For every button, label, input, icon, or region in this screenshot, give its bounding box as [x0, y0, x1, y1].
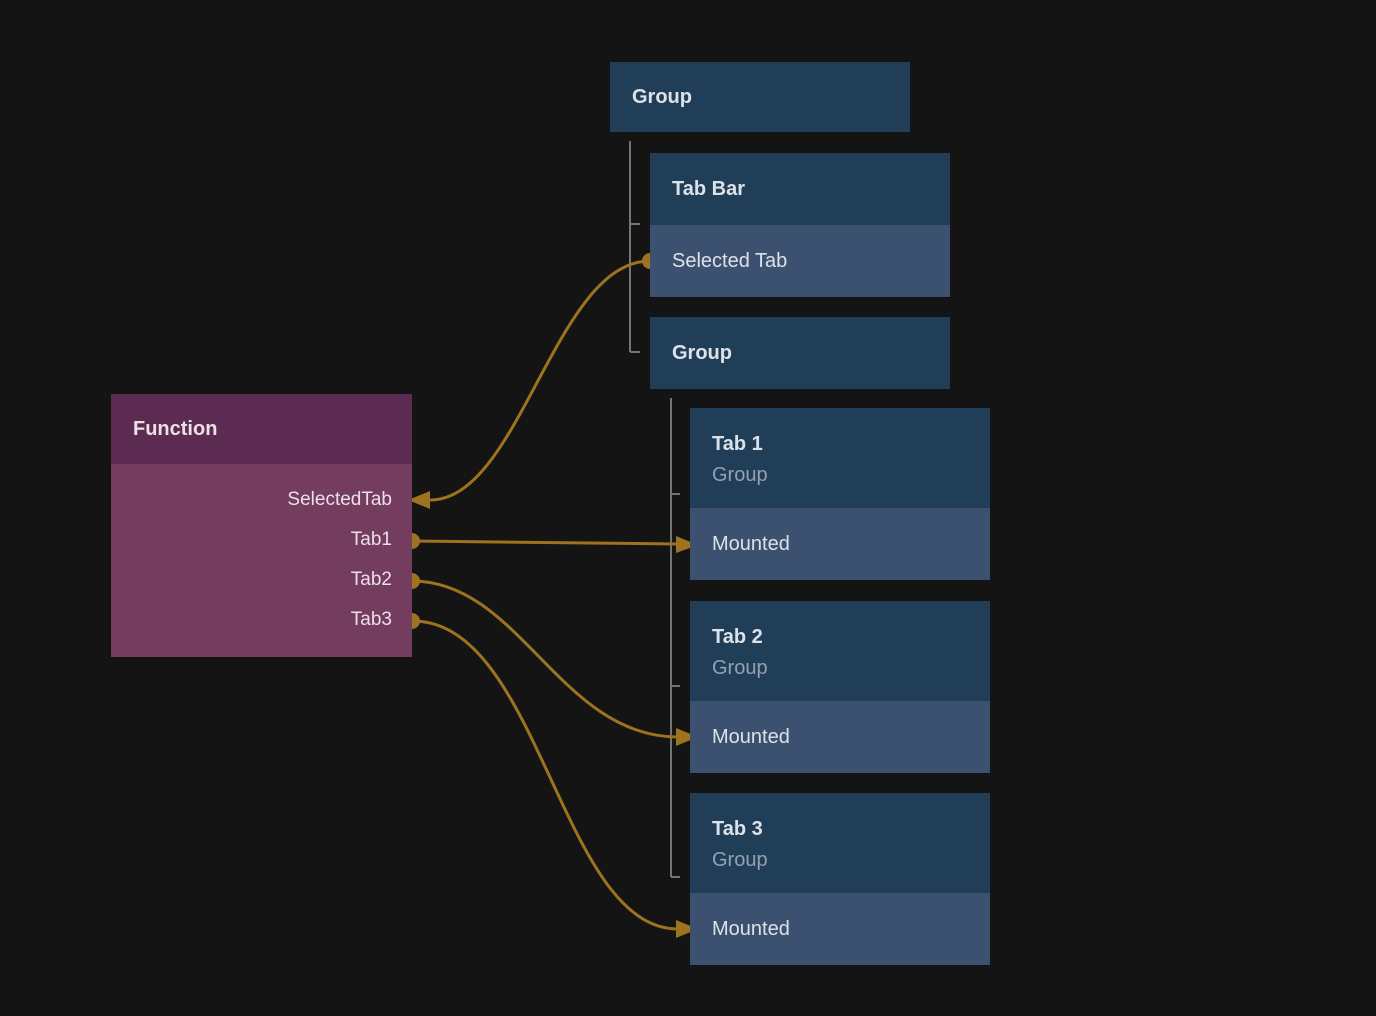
function-node-title: Function: [133, 417, 218, 440]
selected-tab-label: Selected Tab: [672, 249, 788, 272]
inner-group-title: Group: [672, 341, 732, 364]
arrowhead-tab3-mounted: [676, 920, 698, 938]
tab1-title: Tab 1: [712, 433, 763, 455]
port-tab2-label: Tab2: [350, 569, 392, 590]
layer-node-tab3[interactable]: Tab 3 Group Mounted: [690, 793, 990, 965]
port-tab2[interactable]: Tab2: [111, 560, 412, 600]
tab-bar-header[interactable]: Tab Bar: [650, 153, 950, 225]
arrowhead-selectedtab-input: [408, 491, 430, 509]
layer-node-root-group[interactable]: Group: [610, 62, 910, 132]
root-group-header[interactable]: Group: [610, 62, 910, 132]
arrowhead-tab2-mounted: [676, 728, 698, 746]
port-selectedtab-label: SelectedTab: [287, 489, 392, 510]
root-group-title: Group: [632, 85, 692, 108]
layer-node-tab2[interactable]: Tab 2 Group Mounted: [690, 601, 990, 773]
layer-node-tab1[interactable]: Tab 1 Group Mounted: [690, 408, 990, 580]
port-tab1-label: Tab1: [350, 529, 392, 550]
wire-tab1-mounted[interactable]: [411, 539, 679, 546]
function-node-body: SelectedTab Tab1 Tab2 Tab3: [111, 464, 412, 657]
port-tab3[interactable]: Tab3: [111, 600, 412, 640]
function-node-header[interactable]: Function: [111, 394, 412, 464]
tree-line-inner-group: [670, 398, 680, 878]
tab3-mounted-label: Mounted: [712, 917, 790, 940]
port-tab3-label: Tab3: [350, 609, 392, 630]
wire-selectedtab[interactable]: [429, 259, 651, 502]
tab3-header[interactable]: Tab 3 Group: [690, 793, 990, 893]
tab-bar-title: Tab Bar: [672, 177, 745, 200]
tab3-mounted-row[interactable]: Mounted: [690, 893, 990, 965]
port-selectedtab[interactable]: SelectedTab: [111, 480, 412, 520]
wire-tab3-mounted[interactable]: [411, 619, 679, 931]
tab1-mounted-row[interactable]: Mounted: [690, 508, 990, 580]
tab2-mounted-row[interactable]: Mounted: [690, 701, 990, 773]
arrowhead-tab1-mounted: [676, 536, 698, 553]
tab3-title: Tab 3: [712, 818, 763, 840]
tab-bar-selected-tab-row[interactable]: Selected Tab: [650, 225, 950, 297]
function-node[interactable]: Function SelectedTab Tab1 Tab2 Tab3: [111, 394, 412, 657]
tab3-subtitle: Group: [712, 849, 768, 871]
layer-node-tab-bar[interactable]: Tab Bar Selected Tab: [650, 153, 950, 297]
tab1-header[interactable]: Tab 1 Group: [690, 408, 990, 508]
inner-group-header[interactable]: Group: [650, 317, 950, 389]
tab2-mounted-label: Mounted: [712, 725, 790, 748]
tab2-subtitle: Group: [712, 657, 768, 679]
tab2-header[interactable]: Tab 2 Group: [690, 601, 990, 701]
port-tab1[interactable]: Tab1: [111, 520, 412, 560]
layer-node-inner-group[interactable]: Group: [650, 317, 950, 389]
tab1-subtitle: Group: [712, 464, 768, 486]
tree-line-root-group: [629, 141, 640, 353]
tab2-title: Tab 2: [712, 626, 763, 648]
tab1-mounted-label: Mounted: [712, 532, 790, 555]
wire-tab2-mounted[interactable]: [411, 579, 679, 739]
